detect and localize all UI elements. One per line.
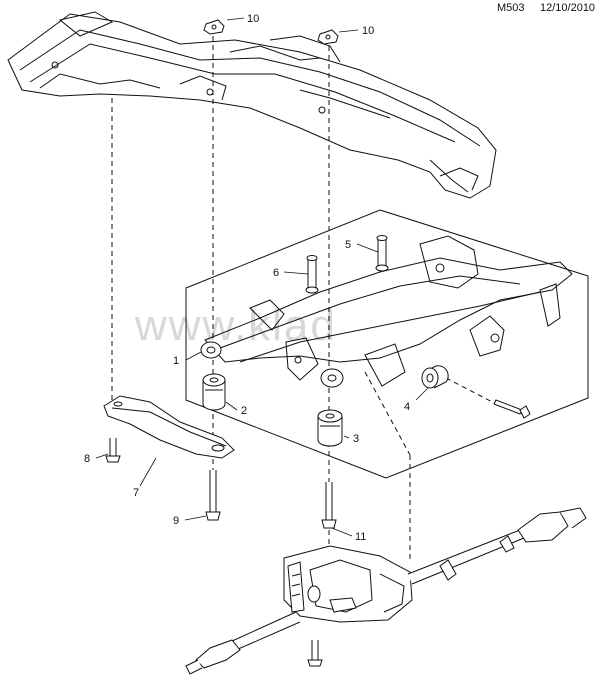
bolt-11 — [321, 482, 337, 529]
bolt-4 — [493, 399, 531, 419]
diagram-code: M503 — [497, 2, 525, 14]
bushing-4 — [421, 365, 449, 389]
drive-shaft-left — [185, 597, 357, 675]
callout-7: 7 — [133, 487, 139, 499]
callout-10-right: 10 — [362, 25, 374, 37]
bracket-7 — [103, 395, 235, 459]
nut-10-right — [317, 29, 339, 45]
callout-leaders — [95, 17, 429, 537]
subframe-bushing-rear — [320, 368, 344, 388]
bushing-2 — [202, 373, 226, 411]
rear-differential — [283, 545, 413, 623]
subframe-bushing-front-left — [200, 341, 222, 359]
callout-10-left: 10 — [247, 13, 259, 25]
callout-2: 2 — [241, 405, 247, 417]
nut-10-left — [203, 19, 225, 35]
subframe-assembly-outline — [185, 209, 589, 479]
callout-6: 6 — [273, 267, 279, 279]
callout-1: 1 — [173, 355, 179, 367]
diagram-date: 12/10/2010 — [540, 2, 596, 14]
bolt-6 — [305, 255, 319, 294]
body-frame-rail — [7, 11, 497, 199]
bushing-3 — [317, 409, 343, 447]
rear-subframe — [204, 235, 573, 387]
bolt-8 — [105, 438, 121, 463]
bolt-9 — [205, 470, 221, 521]
callout-5: 5 — [345, 239, 351, 251]
callout-9: 9 — [173, 515, 179, 527]
callout-11: 11 — [355, 531, 366, 543]
drive-shaft-right — [407, 507, 587, 585]
callout-3: 3 — [353, 433, 359, 445]
callout-8: 8 — [84, 453, 90, 465]
differential-bolt — [307, 640, 323, 667]
bolt-5 — [375, 235, 389, 272]
callout-4: 4 — [404, 401, 410, 413]
